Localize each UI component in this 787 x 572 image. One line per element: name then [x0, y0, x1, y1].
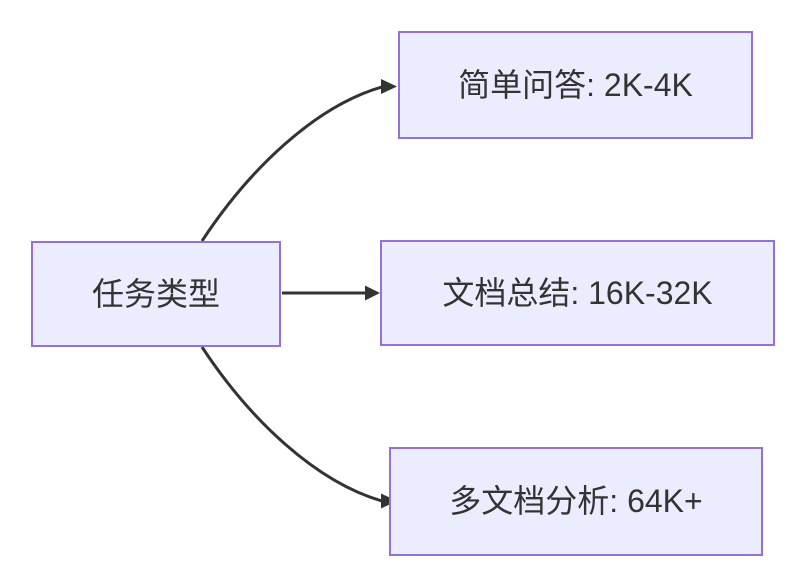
node-task-type-label: 任务类型 [91, 275, 220, 312]
arrowhead-child0-icon [381, 79, 397, 94]
node-multi-doc-analysis: 多文档分析: 64K+ [389, 447, 763, 556]
node-task-type: 任务类型 [31, 241, 281, 347]
node-doc-summary: 文档总结: 16K-32K [380, 240, 775, 346]
node-multi-doc-analysis-label: 多文档分析: 64K+ [449, 483, 703, 520]
arrowhead-child1-icon [365, 285, 380, 301]
node-simple-qa-label: 简单问答: 2K-4K [458, 66, 693, 103]
node-simple-qa: 简单问答: 2K-4K [398, 31, 753, 139]
node-doc-summary-label: 文档总结: 16K-32K [442, 274, 713, 311]
edge-root-to-child2 [200, 346, 383, 503]
edge-root-to-child0 [200, 85, 383, 242]
